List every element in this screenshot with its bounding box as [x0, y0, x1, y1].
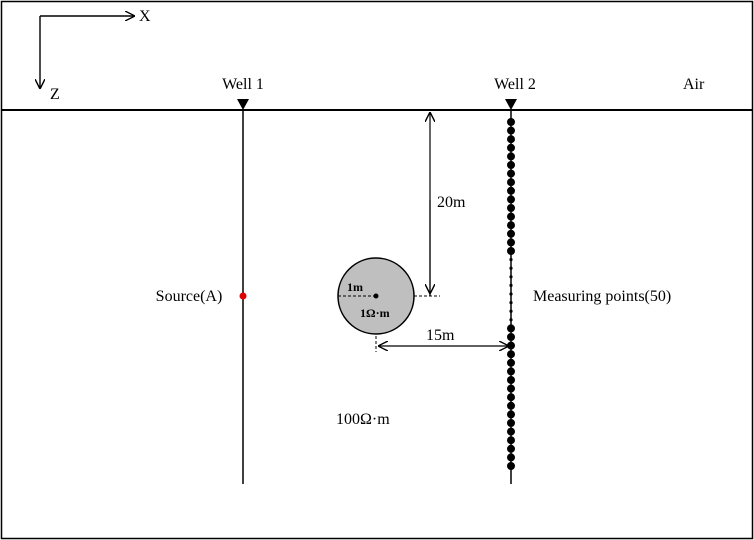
measuring-point	[507, 195, 515, 204]
anomaly-center	[373, 293, 379, 299]
measuring-point	[509, 301, 513, 305]
measuring-point	[507, 376, 515, 384]
measuring-point	[507, 436, 515, 445]
measuring-point	[507, 186, 515, 195]
measuring-point	[507, 410, 515, 419]
offset-dimension: 15m	[375, 327, 508, 352]
measuring-point	[507, 135, 515, 144]
measuring-point	[507, 238, 515, 247]
well-2: Measuring points(50)	[505, 99, 671, 484]
measuring-point	[507, 462, 515, 470]
measuring-point	[509, 292, 513, 296]
measuring-point	[507, 152, 515, 161]
measuring-point	[507, 453, 515, 462]
source-label: Source(A)	[156, 288, 223, 305]
z-axis-label: Z	[50, 86, 60, 103]
measuring-point	[507, 204, 515, 212]
measuring-point	[509, 309, 513, 313]
measuring-point	[509, 318, 513, 322]
measuring-point	[507, 419, 515, 427]
measuring-points-label: Measuring points(50)	[533, 288, 671, 305]
measuring-point	[507, 324, 515, 333]
background-resistivity-label: 100Ω·m	[336, 411, 390, 428]
measuring-point	[509, 283, 513, 287]
anomaly-body: 1m 1Ω·m	[337, 257, 415, 335]
measuring-point	[507, 118, 515, 126]
air-label: Air	[683, 76, 705, 93]
measuring-point	[509, 258, 513, 262]
measuring-point	[509, 266, 513, 270]
measuring-points	[507, 118, 515, 470]
anomaly-radius-label: 1m	[347, 280, 363, 294]
measuring-point	[507, 384, 515, 393]
measuring-point	[507, 169, 515, 178]
measuring-point	[507, 401, 515, 410]
well2-label: Well 2	[494, 76, 536, 93]
measuring-point	[507, 427, 515, 436]
depth-dimension: 20m	[414, 113, 466, 297]
well-1: Source(A)	[156, 99, 249, 484]
measuring-point	[507, 393, 515, 402]
x-axis-label: X	[139, 8, 151, 25]
measuring-point	[507, 341, 515, 350]
measuring-point	[509, 275, 513, 279]
well2-marker-icon	[505, 99, 517, 110]
measuring-point	[507, 229, 515, 238]
measuring-point	[507, 350, 515, 359]
measuring-point	[507, 333, 515, 341]
coordinate-axes: X Z	[40, 8, 151, 103]
measuring-point	[507, 126, 515, 135]
measuring-point	[507, 212, 515, 221]
measuring-point	[507, 444, 515, 453]
well1-label: Well 1	[222, 76, 264, 93]
measuring-point	[507, 367, 515, 376]
measuring-point	[507, 221, 515, 230]
anomaly-resistivity-label: 1Ω·m	[360, 306, 390, 320]
depth-label: 20m	[437, 194, 466, 211]
well1-marker-icon	[237, 99, 249, 110]
offset-label: 15m	[426, 327, 455, 344]
measuring-point	[507, 178, 515, 187]
measuring-point	[507, 161, 515, 169]
measuring-point	[507, 358, 515, 367]
source-point	[239, 292, 247, 300]
measuring-point	[507, 143, 515, 152]
measuring-point	[507, 247, 515, 255]
